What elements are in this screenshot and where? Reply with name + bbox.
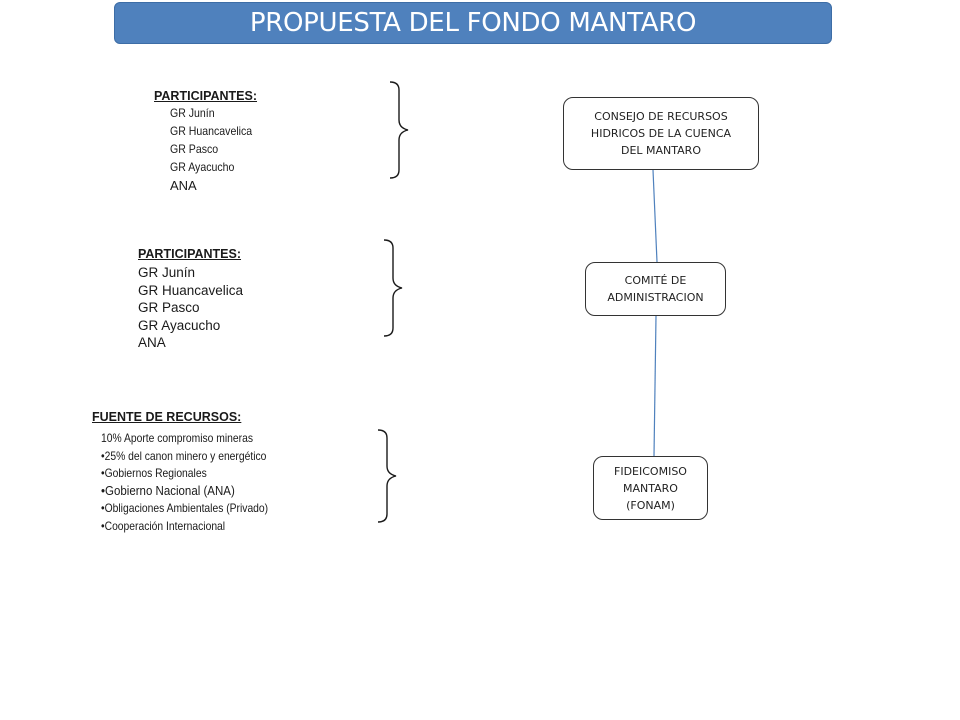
funding-heading: FUENTE DE RECURSOS: [92,410,242,424]
funding-list: 10% Aporte compromiso mineras •25% del c… [101,430,295,535]
box-line: MANTARO [623,481,678,495]
funding-item: •Obligaciones Ambientales (Privado) [101,501,269,515]
participant-item: GR Ayacucho [138,317,221,333]
box-line: (FONAM) [626,498,675,512]
funding-sources: FUENTE DE RECURSOS: 10% Aporte compromis… [92,410,268,533]
council-box: CONSEJO DE RECURSOS HIDRICOS DE LA CUENC… [563,97,759,170]
participant-item: GR Ayacucho [170,160,235,174]
participant-item: GR Pasco [138,300,200,315]
brace-icon [377,429,397,523]
participant-item: GR Huancavelica [138,282,244,298]
participants-list: GR Junín GR Huancavelica GR Pasco GR Aya… [138,264,243,352]
funding-item: •Cooperación Internacional [101,518,226,533]
participants-group-1: PARTICIPANTES: GR Junín GR Huancavelica … [154,89,258,193]
box-line: FIDEICOMISO [614,464,687,478]
participant-item: GR Huancavelica [170,124,253,138]
box-line: HIDRICOS DE LA CUENCA [590,127,732,140]
page-title: PROPUESTA DEL FONDO MANTARO [114,2,832,44]
brace-icon [383,239,403,337]
box-line: COMITÉ DE [624,274,687,287]
participants-list: GR Junín GR Huancavelica GR Pasco GR Aya… [170,104,263,195]
box-line: CONSEJO DE RECURSOS [594,110,728,123]
committee-box: COMITÉ DE ADMINISTRACION [585,262,726,316]
participants-heading: PARTICIPANTES: [138,247,242,261]
box-line: DEL MANTARO [621,144,701,157]
brace-icon [389,81,409,179]
connector-council-committee [652,169,658,263]
box-line: ADMINISTRACION [607,291,704,304]
funding-item: •Gobierno Nacional (ANA) [101,483,235,498]
connector-committee-trust [653,315,657,457]
funding-item: •Gobiernos Regionales [101,466,207,480]
funding-item: •25% del canon minero y energético [101,448,267,463]
participant-item: GR Junín [170,106,215,120]
funding-item: 10% Aporte compromiso mineras [101,431,254,445]
participant-item: GR Junín [138,265,196,280]
participant-item: ANA [138,335,166,350]
participants-heading: PARTICIPANTES: [154,89,258,103]
participants-group-2: PARTICIPANTES: GR Junín GR Huancavelica … [138,247,243,352]
trust-box: FIDEICOMISO MANTARO (FONAM) [593,456,708,520]
participant-item: GR Pasco [170,142,219,156]
participant-item: ANA [170,178,197,193]
